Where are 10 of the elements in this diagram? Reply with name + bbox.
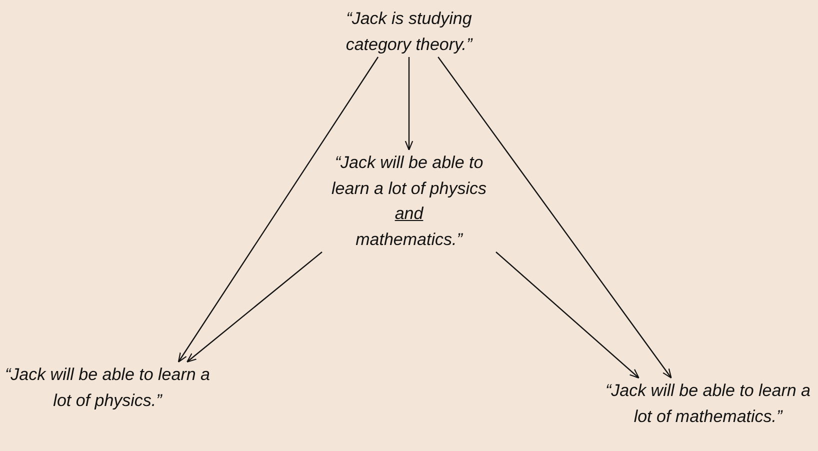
arrow [438,56,672,379]
arrow [496,252,640,379]
arrow [186,252,322,363]
statement-text: “Jack will be able to learn a lot of mathematics.” [604,380,812,428]
arrow [178,56,379,363]
statement-text: “Jack will be able to learn a lot of physics.” [4,364,212,412]
statement-text: “Jack is studying category theory.” [344,8,474,56]
statement-text: and [394,203,425,225]
arrow [404,57,414,151]
statement-text: mathematics.” [354,228,464,250]
